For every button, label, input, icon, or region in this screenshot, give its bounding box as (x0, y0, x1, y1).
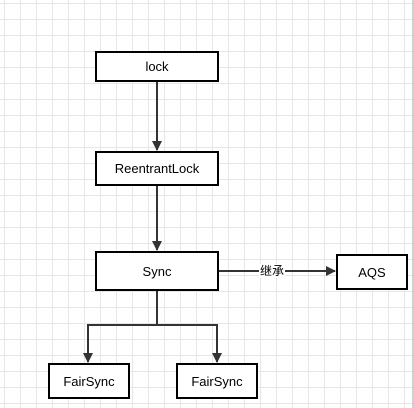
edge-sync-to-fairsync-right (157, 324, 222, 363)
node-sync[interactable]: Sync (95, 251, 219, 291)
edge-label-inherit: 继承 (259, 264, 286, 278)
node-lock[interactable]: lock (95, 51, 219, 82)
node-reentrantlock[interactable]: ReentrantLock (95, 151, 219, 186)
node-fairsync-right[interactable]: FairSync (176, 363, 258, 399)
node-fairsync-left[interactable]: FairSync (48, 363, 130, 399)
canvas-border (412, 0, 414, 408)
edge-sync-to-fairsync-left (83, 291, 158, 363)
node-aqs[interactable]: AQS (336, 254, 408, 290)
